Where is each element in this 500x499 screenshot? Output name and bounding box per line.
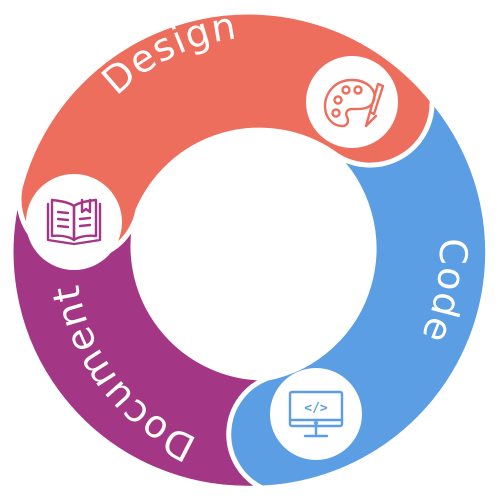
document-icon-badge	[26, 174, 122, 270]
open-book-icon	[46, 198, 102, 246]
design-icon-badge	[306, 56, 398, 148]
palette-icon	[323, 78, 385, 128]
code-icon-badge: </>	[270, 368, 362, 460]
monitor-code-icon	[288, 390, 344, 438]
code-icon-text: </>	[304, 401, 328, 416]
